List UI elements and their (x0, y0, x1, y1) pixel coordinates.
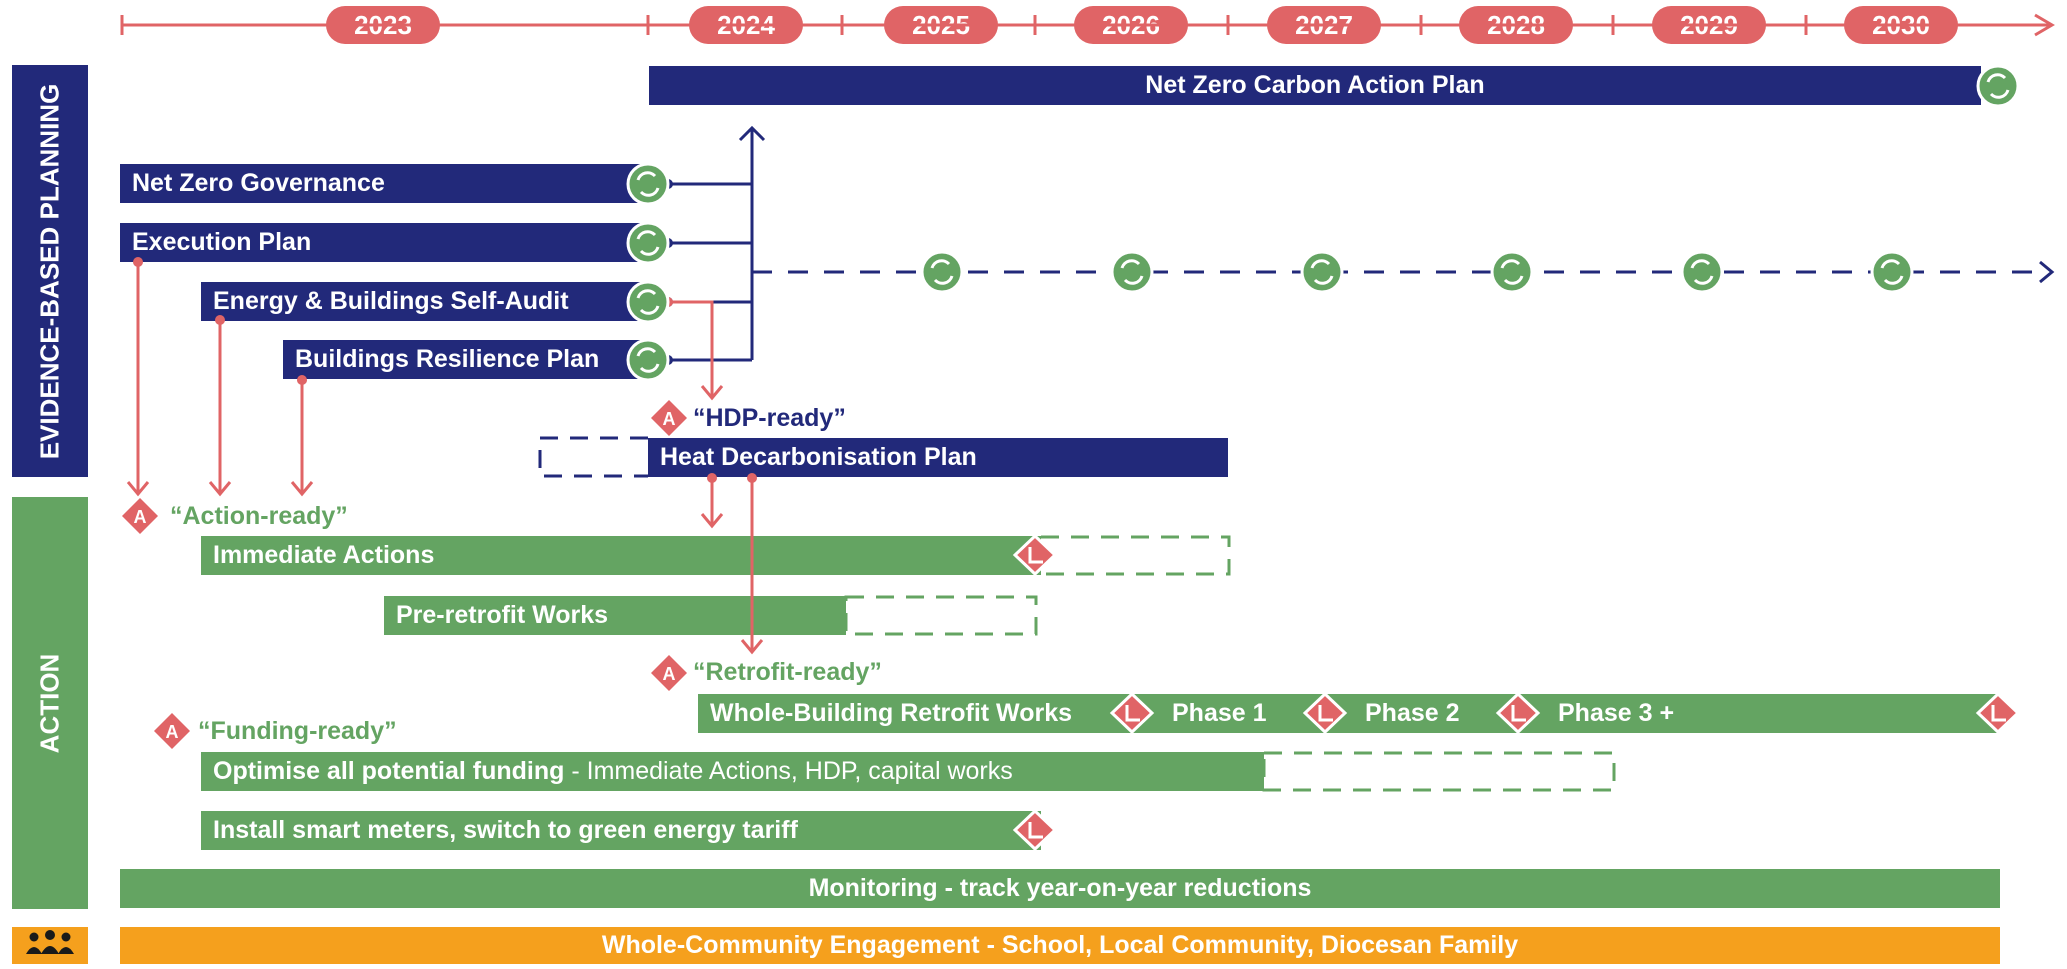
stair-icon-immediate (1012, 533, 1058, 577)
timeline-axis (120, 13, 2055, 37)
badge-hdp-ready (651, 400, 687, 436)
badge-letter-hdp: A (663, 409, 676, 429)
refresh-icons (626, 64, 2020, 382)
bar-community-engagement: Whole-Community Engagement - School, Loc… (120, 927, 2000, 964)
funding-ready-label: “Funding-ready” (198, 717, 397, 745)
bar-resilience-plan: Buildings Resilience Plan (283, 340, 648, 379)
stair-icon-phase-start (1109, 691, 1155, 735)
stair-icon-phase-3 (1975, 691, 2021, 735)
bar-net-zero-governance: Net Zero Governance (120, 164, 648, 203)
action-ready-label: “Action-ready” (170, 502, 348, 530)
retrofit-ready-label: “Retrofit-ready” (693, 658, 882, 686)
people-group-icon (26, 930, 74, 954)
refresh-icon-2030 (1870, 250, 1914, 294)
stair-icon-smart-meters (1012, 808, 1058, 852)
engagement-icon-box (12, 927, 88, 964)
refresh-icon-nzcap (1976, 64, 2020, 108)
funding-bold-text: Optimise all potential funding (213, 757, 565, 785)
bar-whole-building-retrofit: Whole-Building Retrofit Works (698, 694, 1998, 733)
bar-execution-plan: Execution Plan (120, 223, 648, 262)
dashed-extensions (844, 535, 1616, 792)
phase-2-label: Phase 2 (1365, 699, 1460, 727)
badge-funding-ready (154, 713, 190, 749)
refresh-icon-2026 (1110, 250, 1154, 294)
refresh-icon-self-audit (626, 280, 670, 324)
badge-action-ready (122, 498, 158, 534)
bar-self-audit: Energy & Buildings Self-Audit (201, 282, 648, 321)
refresh-icon-resilience (626, 338, 670, 382)
stair-icon-phase-1 (1302, 691, 1348, 735)
hdp-ready-label: “HDP-ready” (693, 404, 846, 432)
bar-pre-retrofit-works: Pre-retrofit Works (384, 596, 846, 635)
refresh-icon-2029 (1680, 250, 1724, 294)
badge-letter-action: A (134, 507, 147, 527)
stair-icons (1012, 533, 2021, 852)
stair-icon-phase-2 (1495, 691, 1541, 735)
planning-connectors (538, 125, 2055, 478)
milestone-badges (122, 400, 687, 749)
bar-optimise-funding: Optimise all potential funding - Immedia… (201, 752, 1264, 791)
red-arrows (126, 262, 764, 655)
badge-retrofit-ready (651, 655, 687, 691)
section-planning: EVIDENCE-BASED PLANNING (12, 65, 88, 477)
bar-immediate-actions: Immediate Actions (201, 536, 1041, 575)
refresh-icon-2028 (1490, 250, 1534, 294)
badge-letter-funding: A (166, 722, 179, 742)
bar-heat-decarbonisation-plan: Heat Decarbonisation Plan (648, 438, 1228, 477)
phase-1-label: Phase 1 (1172, 699, 1267, 727)
bar-monitoring: Monitoring - track year-on-year reductio… (120, 869, 2000, 908)
bar-net-zero-carbon-action-plan: Net Zero Carbon Action Plan (649, 66, 1981, 105)
refresh-icon-2027 (1300, 250, 1344, 294)
badge-letter-retrofit: A (663, 664, 676, 684)
refresh-icon-governance (626, 162, 670, 206)
bar-smart-meters: Install smart meters, switch to green en… (201, 811, 1041, 850)
phase-3-label: Phase 3 + (1558, 699, 1675, 727)
refresh-icon-2025 (920, 250, 964, 294)
funding-detail-text: - Immediate Actions, HDP, capital works (564, 757, 1013, 785)
section-action: ACTION (12, 497, 88, 909)
refresh-icon-execution (626, 221, 670, 265)
